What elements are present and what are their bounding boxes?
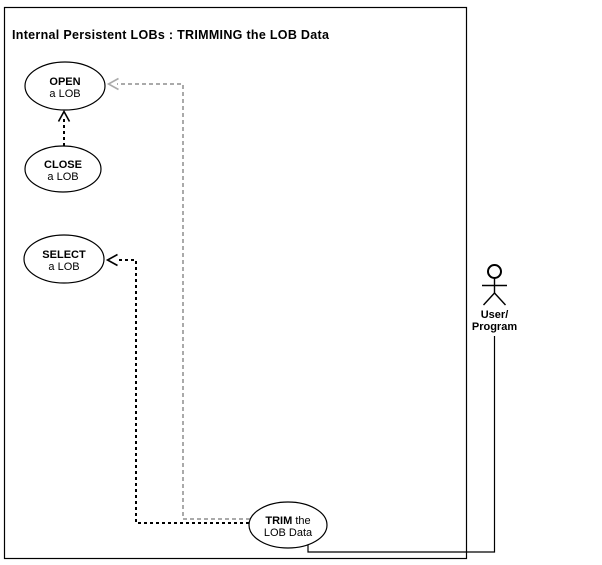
usecase-close-line2: a LOB xyxy=(47,171,78,183)
usecase-open-line1: OPEN xyxy=(49,76,80,88)
usecase-select-ellipse xyxy=(23,234,105,284)
actor-user-program: User/ Program xyxy=(472,264,517,333)
actor-left-leg-icon xyxy=(482,292,496,306)
usecase-open-line2: a LOB xyxy=(49,88,80,100)
usecase-trim-line2: LOB Data xyxy=(264,527,313,539)
dependency-close-to-open xyxy=(57,109,71,146)
usecase-close: CLOSE a LOB xyxy=(24,145,102,193)
actor-label-line1: User/ xyxy=(481,309,509,321)
usecase-open: OPEN a LOB xyxy=(24,61,106,111)
diagram-title: Internal Persistent LOBs : TRIMMING the … xyxy=(12,28,330,42)
usecase-select-line1: SELECT xyxy=(42,249,86,261)
usecase-select-line2: a LOB xyxy=(48,261,79,273)
usecase-open-ellipse xyxy=(24,61,106,111)
actor-label-line2: Program xyxy=(472,321,517,333)
dependency-trim-to-open xyxy=(106,77,250,520)
usecase-select: SELECT a LOB xyxy=(23,234,105,284)
usecase-close-line1: CLOSE xyxy=(44,159,82,171)
association-trim-to-actor-line xyxy=(307,336,496,553)
actor-right-leg-icon xyxy=(493,292,507,306)
usecase-trim-ellipse xyxy=(248,501,328,549)
usecase-trim-line1: TRIM the xyxy=(265,515,310,527)
arrowhead-to-open-up-icon xyxy=(57,109,71,122)
dependency-trim-to-select xyxy=(105,253,249,524)
dependency-trim-to-open-line xyxy=(117,83,250,520)
usecase-trim: TRIM the LOB Data xyxy=(248,501,328,549)
arrowhead-to-select-icon xyxy=(105,253,118,267)
usecase-close-ellipse xyxy=(24,145,102,193)
system-boundary-box xyxy=(3,6,468,560)
dependency-trim-to-select-line xyxy=(116,259,249,524)
arrowhead-to-open-icon xyxy=(106,77,119,91)
actor-head-icon xyxy=(487,264,502,279)
